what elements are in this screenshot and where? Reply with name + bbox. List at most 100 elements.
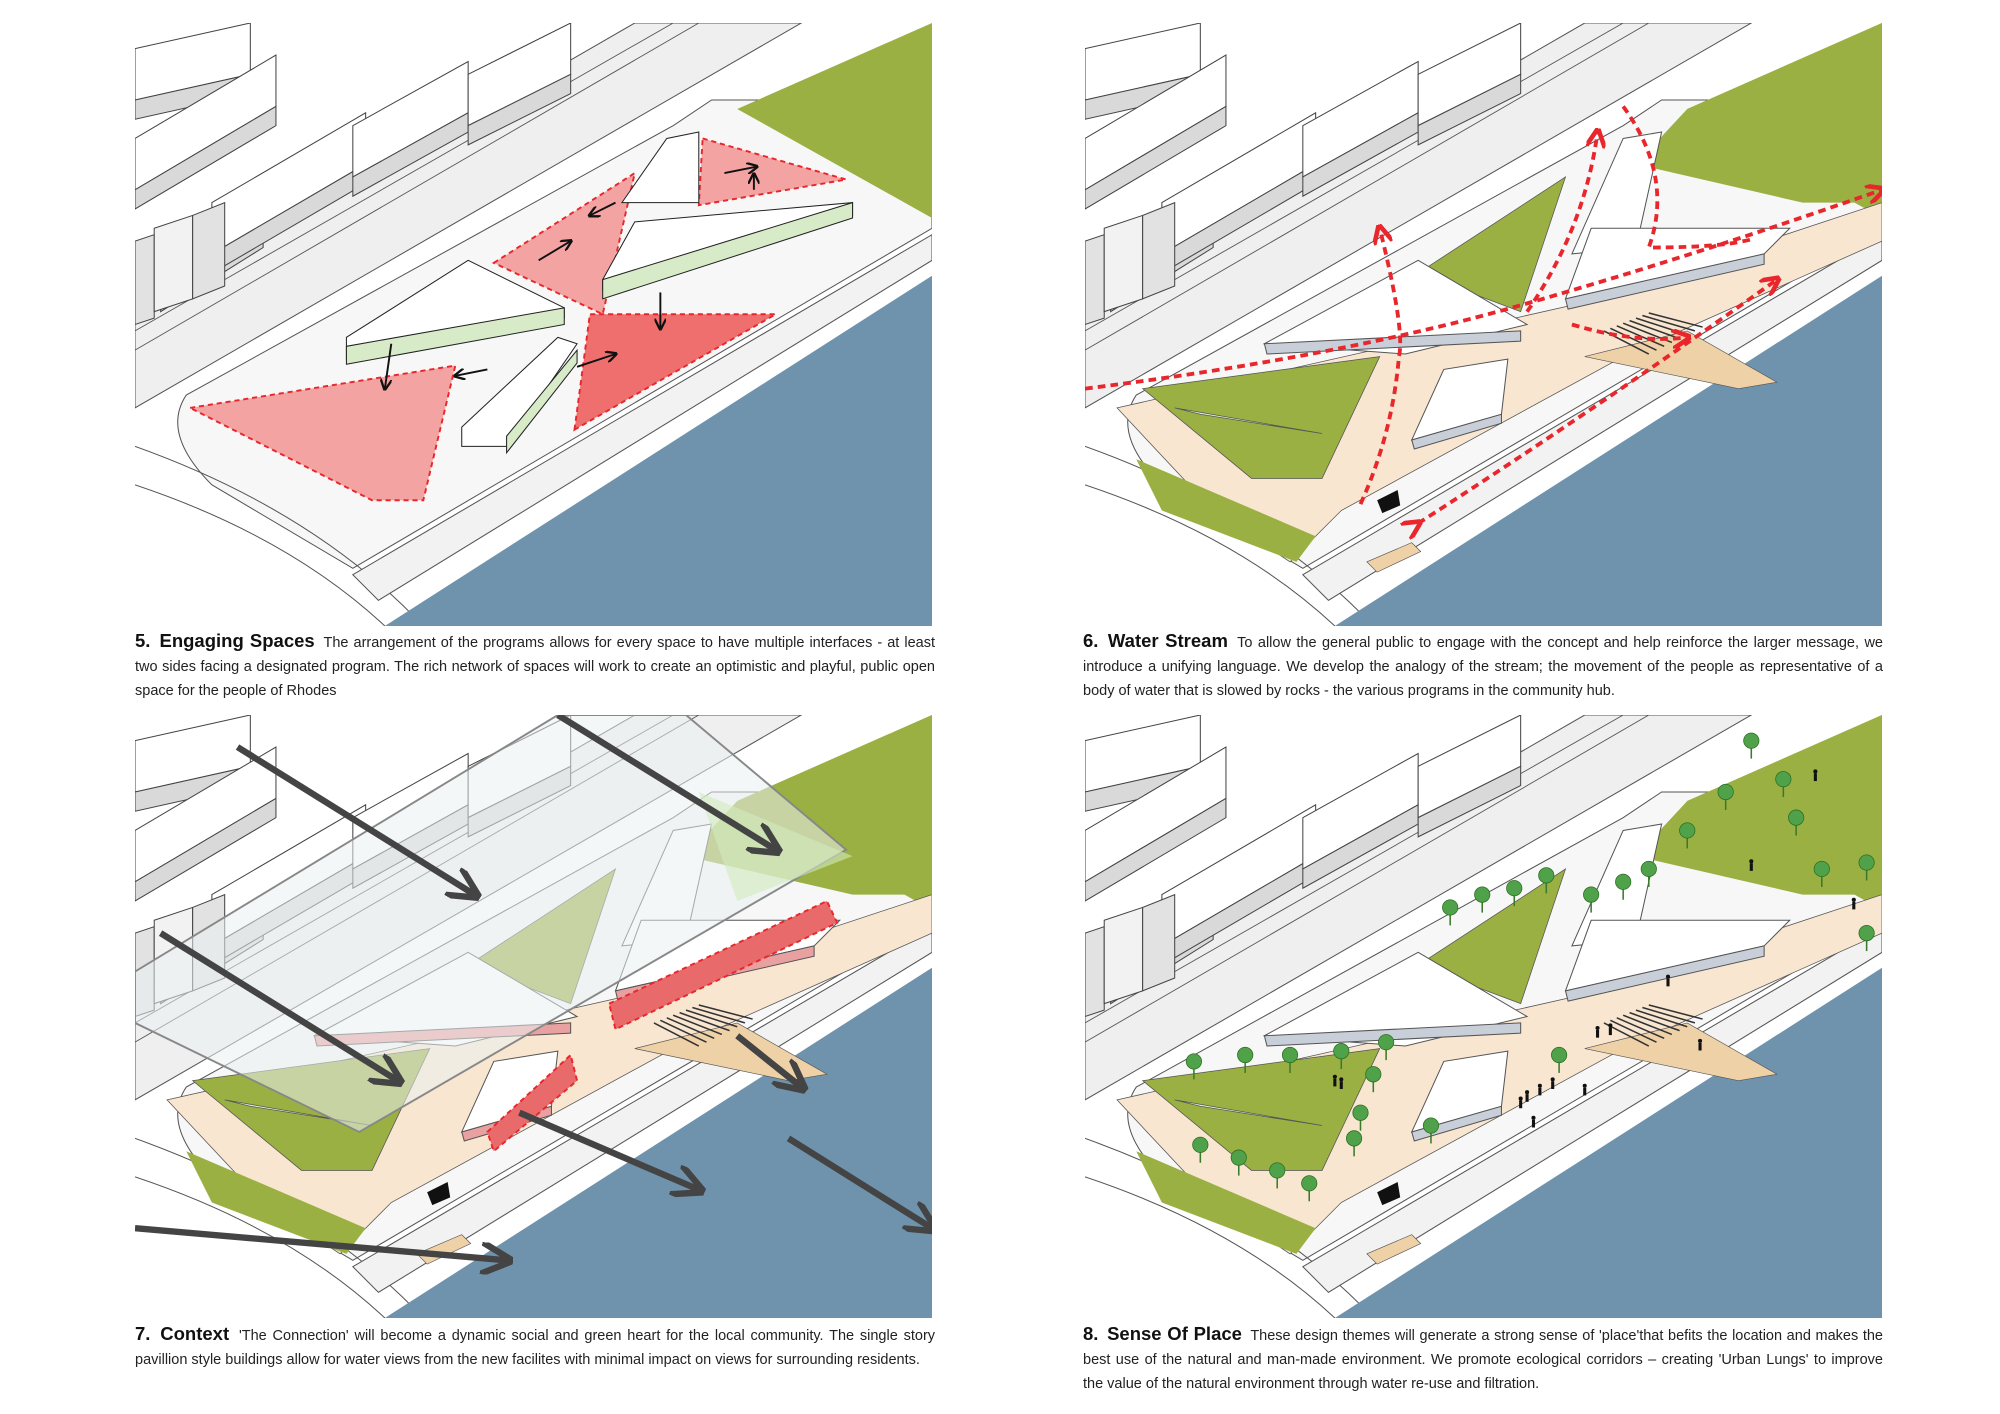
tree-icon (1192, 1136, 1209, 1163)
caption-text: To allow the general public to engage wi… (1083, 635, 1883, 699)
tree-icon (1858, 854, 1875, 881)
context-arrow (235, 744, 475, 895)
tree-icon (1788, 809, 1805, 836)
highlight-facade (607, 899, 839, 1031)
stairs-step (685, 1009, 738, 1028)
pavilion-edge (1263, 1022, 1522, 1047)
stairs-step (1642, 1006, 1696, 1024)
road-curve (135, 484, 386, 626)
road-line (135, 23, 700, 351)
program-space-pink (697, 137, 847, 207)
stream-path (1525, 132, 1597, 313)
road-line (1085, 23, 1650, 351)
city-building-facade (135, 233, 155, 326)
sign-icon (1377, 490, 1401, 514)
person-icon (1697, 1038, 1703, 1051)
pavilion-roof (1262, 951, 1529, 1047)
building-edge (506, 348, 578, 455)
person-icon (1518, 1096, 1523, 1109)
lawn-highlight (1174, 407, 1323, 434)
city-building-facade (1085, 233, 1105, 326)
person-icon (1531, 1115, 1536, 1128)
tree-icon (1640, 860, 1657, 887)
caption-title: Sense Of Place (1107, 1323, 1242, 1344)
city-building-facade (192, 201, 226, 300)
stairs-step (672, 1014, 723, 1036)
context-arrow (135, 1224, 507, 1260)
tree-icon (1775, 771, 1792, 798)
building-edge (602, 201, 854, 300)
context-arrow (735, 1033, 801, 1087)
person-icon (1851, 897, 1856, 910)
tree-icon (1269, 1162, 1286, 1189)
tree-icon (1442, 899, 1459, 926)
city-building-side (135, 105, 277, 210)
road-curve (135, 445, 424, 626)
tree-icon (1352, 1104, 1369, 1131)
caption-text: 'The Connection' will become a dynamic s… (135, 1328, 936, 1368)
tree-icon (1743, 732, 1760, 759)
direction-arrow (590, 201, 616, 216)
city-building-side (1417, 765, 1522, 838)
person-icon (1582, 1083, 1587, 1096)
direction-arrow (538, 241, 571, 262)
stream-path (1418, 280, 1777, 524)
stairs-step (692, 1006, 746, 1024)
lawn (1141, 1048, 1381, 1171)
city-building-facade (1142, 893, 1176, 992)
tree-icon (1615, 873, 1632, 900)
person-icon (1749, 859, 1754, 871)
tree-icon (1365, 1066, 1382, 1093)
city-building-facade (1103, 214, 1144, 313)
tree-icon (1281, 1046, 1299, 1073)
tree-icon (1858, 925, 1875, 952)
tree-icon (1679, 822, 1696, 849)
program-space-pink (187, 364, 457, 502)
building-x (620, 131, 700, 204)
tree-icon (1422, 1117, 1440, 1144)
caption-title: Context (160, 1323, 230, 1344)
city-building-side (1417, 73, 1522, 146)
tree-icon (1346, 1130, 1363, 1157)
stairs-step (1635, 1009, 1688, 1028)
person-icon (1332, 1074, 1337, 1087)
tree-icon (1301, 1175, 1318, 1202)
stairs-step (660, 1019, 707, 1043)
caption-title: Water Stream (1107, 630, 1228, 651)
caption-number: 5. (135, 630, 151, 651)
sign-icon (427, 1182, 451, 1206)
tree-icon (1230, 1149, 1247, 1176)
tree-icon (1185, 1053, 1202, 1080)
caption-number: 7. (135, 1323, 151, 1344)
tree-icon (1538, 867, 1555, 894)
tree-icon (1237, 1046, 1254, 1073)
stream-path (1621, 105, 1755, 250)
direction-arrow (385, 343, 393, 389)
direction-arrow (455, 369, 488, 375)
caption-text: These design themes will generate a stro… (1083, 1328, 1883, 1392)
tree-icon (1474, 886, 1491, 913)
grass-strip (1136, 1151, 1316, 1254)
person-icon (1665, 974, 1671, 987)
highlight-facade (486, 1053, 579, 1153)
direction-arrow (576, 354, 615, 368)
grass-strip (1136, 459, 1316, 562)
city-building-facade (1085, 925, 1105, 1018)
lawn (1141, 356, 1381, 479)
stairs-step (666, 1017, 715, 1040)
caption-text: The arrangement of the programs allows f… (135, 635, 935, 699)
diagram-water-stream (1085, 23, 1882, 626)
stairs-step (1629, 1011, 1680, 1032)
diagram-context (135, 715, 932, 1318)
tree-icon (1333, 1043, 1350, 1070)
bench-deck (1366, 1234, 1422, 1265)
grass-park (1635, 715, 1882, 895)
stairs-step (1622, 1014, 1673, 1036)
stairs-step (1648, 1004, 1703, 1020)
caption-sense-of-place: 8. Sense Of Place These design themes wi… (1083, 1322, 1883, 1396)
caption-number: 6. (1083, 630, 1099, 651)
context-arrow (786, 1135, 932, 1228)
stream-path (1358, 228, 1403, 505)
pavilion-edge (1564, 945, 1765, 1002)
diagram-sense-of-place (1085, 715, 1882, 1318)
